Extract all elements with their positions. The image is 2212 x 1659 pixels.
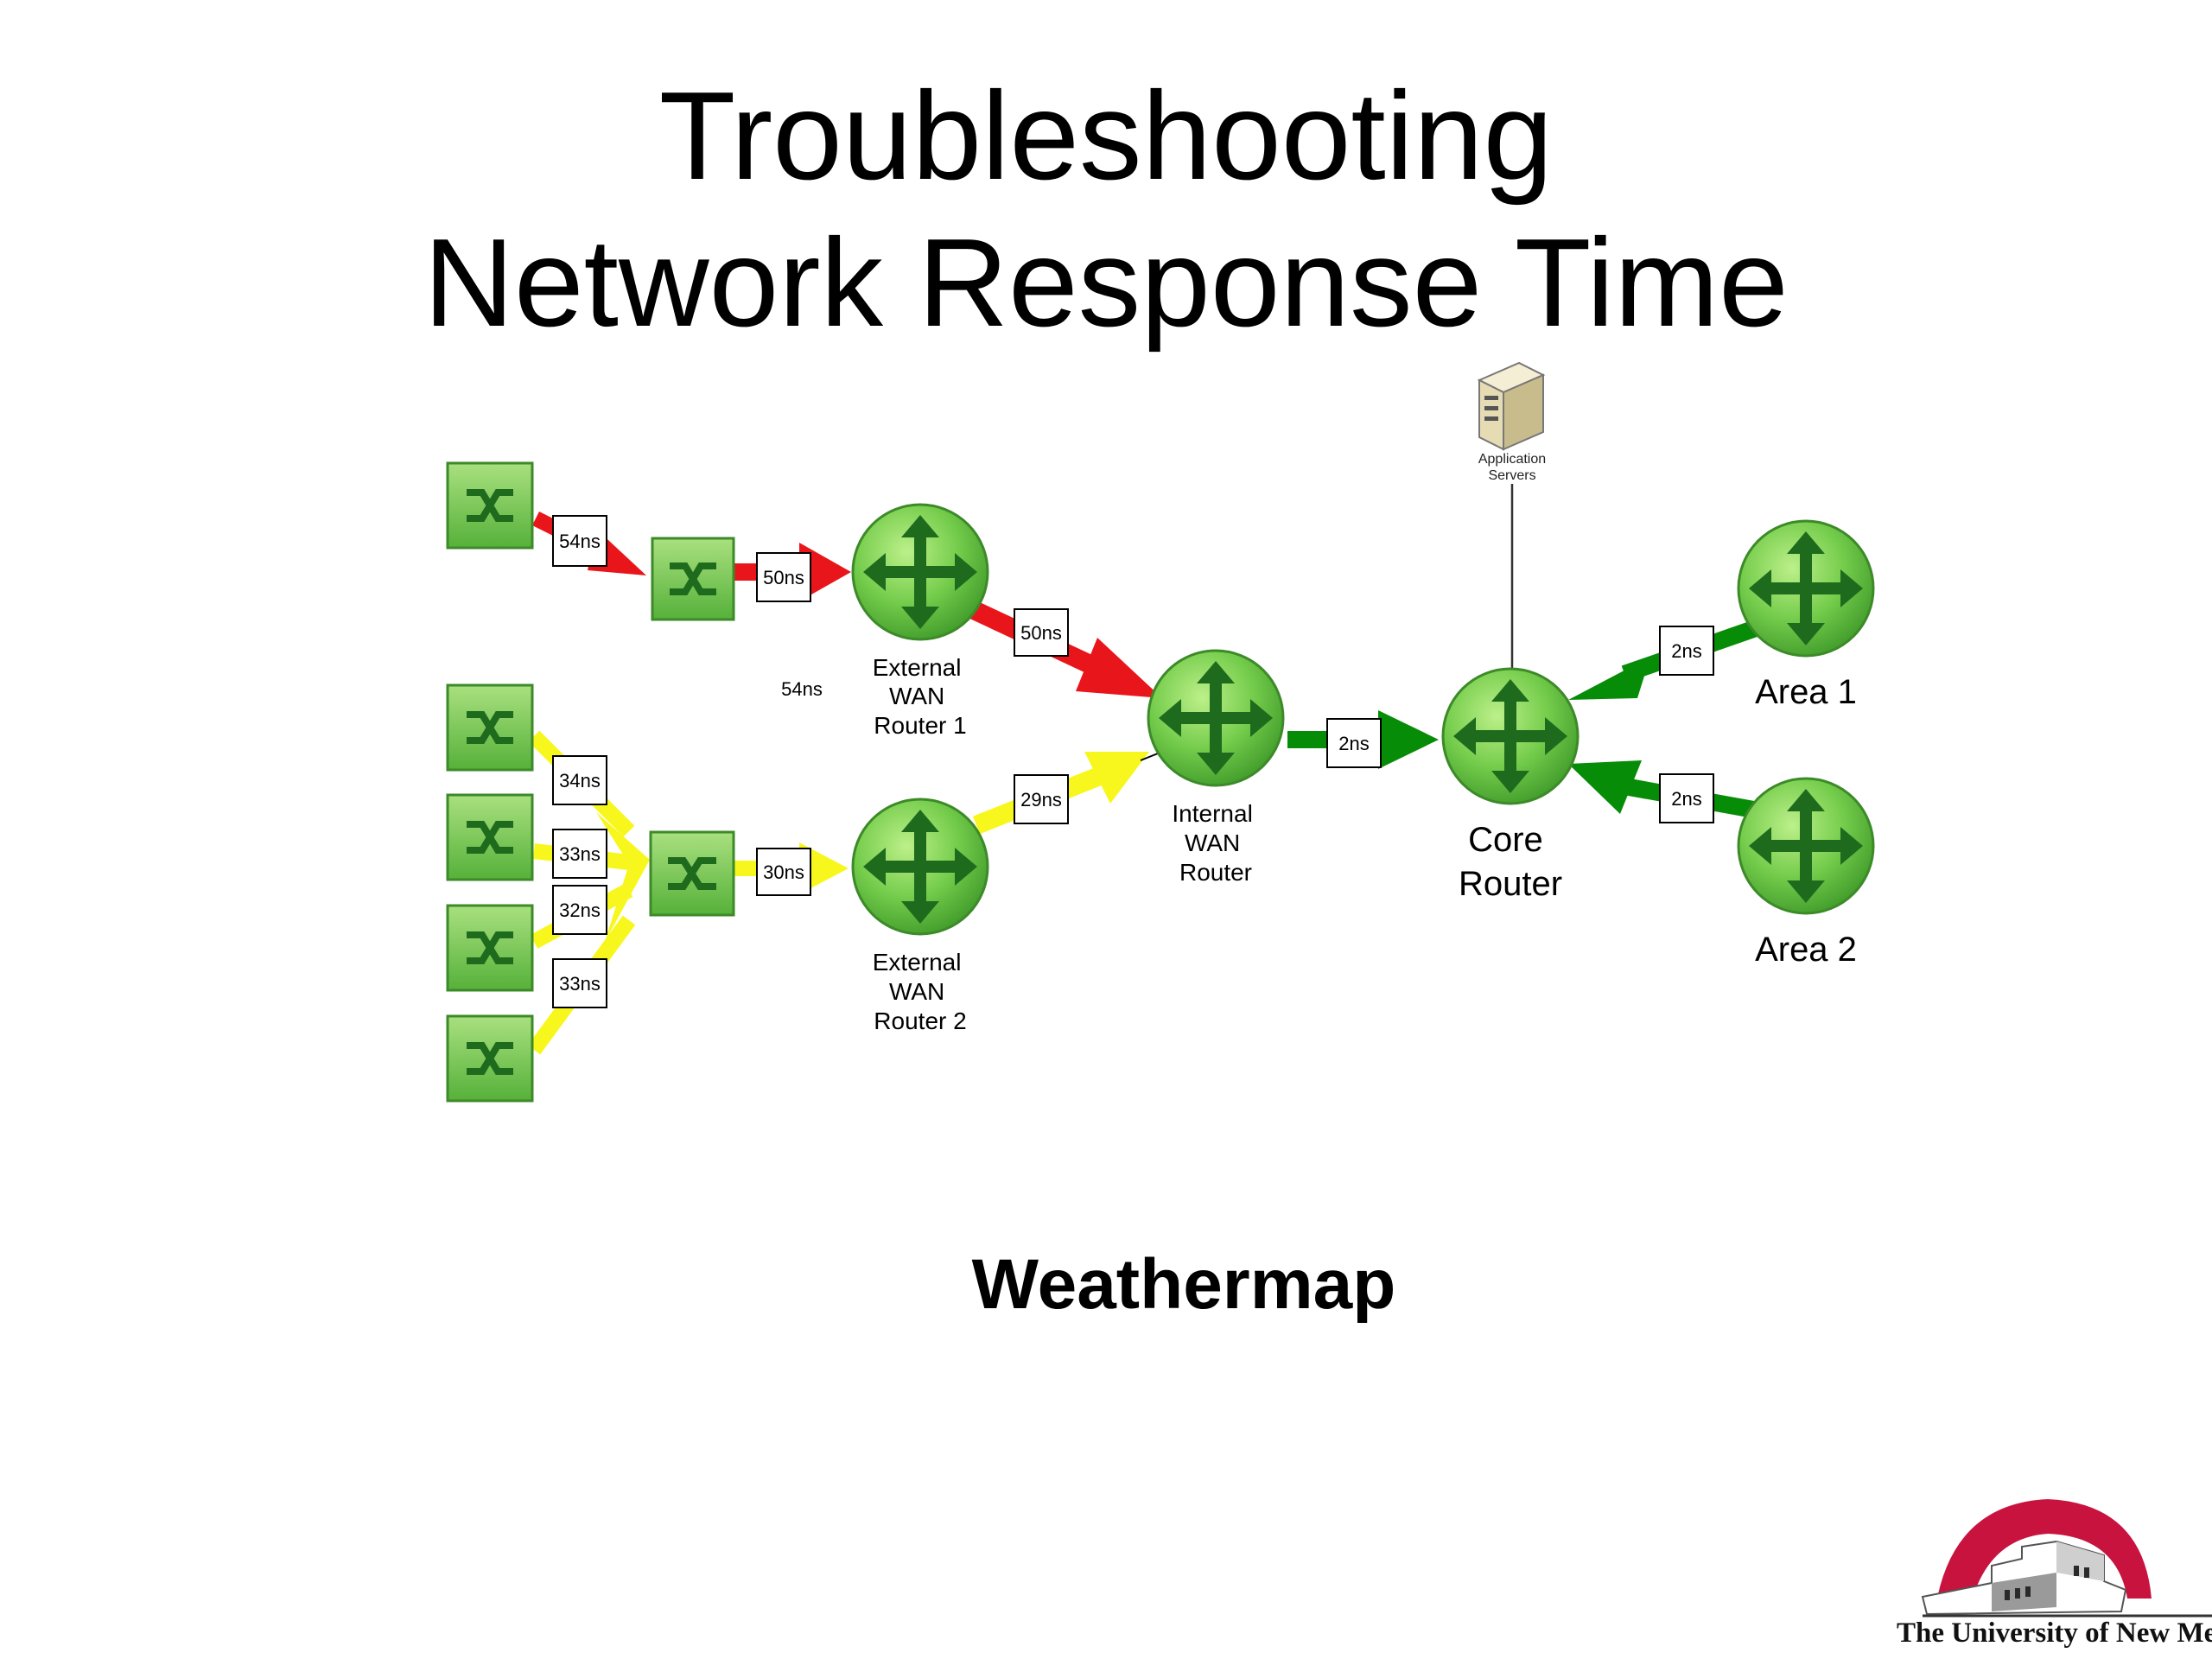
switch-arrows-icon	[467, 931, 513, 964]
switch-arrows-icon	[668, 857, 716, 890]
svg-text:2ns: 2ns	[1338, 733, 1369, 754]
label-sw1-agg1: 54ns	[552, 515, 607, 567]
university-logo	[1921, 1499, 2212, 1618]
label-sw3-agg2: 33ns	[552, 829, 607, 879]
switch-2	[446, 683, 534, 772]
router-labels: External WAN Router 1 External WAN Route…	[873, 654, 1857, 1034]
yellow-merge-arrow	[596, 812, 650, 942]
switch-arrows-icon	[467, 821, 513, 854]
title-line-2: Network Response Time	[423, 213, 1789, 353]
label-agg2-ext2: 30ns	[756, 848, 811, 896]
switch-agg1	[651, 537, 735, 621]
label-ext2-internal: 29ns	[1014, 774, 1069, 824]
area1-label: Area 1	[1755, 673, 1857, 711]
router-core	[1441, 667, 1580, 805]
label-sw4-agg2: 32ns	[552, 885, 607, 935]
switch-1	[446, 461, 534, 550]
title-line-1: Troubleshooting	[658, 66, 1554, 206]
label-ext1-internal: 50ns	[1014, 608, 1069, 657]
server-label-line2: Servers	[1488, 468, 1535, 483]
switch-3	[446, 793, 534, 881]
server-label-line1: Application	[1478, 452, 1546, 467]
router-ext1	[851, 503, 989, 641]
router-ext2	[851, 798, 989, 936]
label-area1-core: 2ns	[1659, 626, 1714, 676]
link-ext2-internal	[972, 751, 1163, 835]
svg-text:50ns: 50ns	[1020, 622, 1062, 644]
logo-arc	[1936, 1499, 2152, 1607]
routers	[851, 503, 1875, 936]
switch-agg2	[649, 830, 735, 917]
switch-5	[446, 1014, 534, 1103]
switches	[446, 461, 735, 1103]
label-sw2-agg2: 34ns	[552, 755, 607, 805]
svg-text:50ns: 50ns	[763, 567, 804, 588]
svg-text:2ns: 2ns	[1671, 640, 1701, 662]
ext1-label: External WAN Router 1	[873, 654, 969, 739]
svg-text:34ns: 34ns	[559, 770, 601, 791]
subtitle: Weathermap	[971, 1245, 1396, 1324]
svg-text:33ns: 33ns	[559, 973, 601, 995]
ext2-label: External WAN Router 2	[873, 949, 969, 1034]
label-area2-core: 2ns	[1659, 773, 1714, 823]
label-sw5-agg2: 33ns	[552, 958, 607, 1008]
label-agg1-ext1: 50ns	[756, 552, 811, 602]
svg-text:30ns: 30ns	[763, 861, 804, 883]
svg-text:32ns: 32ns	[559, 899, 601, 921]
area2-label: Area 2	[1755, 931, 1857, 969]
router-internal	[1147, 649, 1285, 787]
server-icon	[1477, 361, 1546, 451]
switch-arrows-icon	[670, 563, 716, 595]
svg-text:29ns: 29ns	[1020, 789, 1062, 810]
svg-text:54ns: 54ns	[559, 531, 601, 552]
application-server: Application Servers	[1477, 361, 1546, 483]
logo-text: The University of New Mexico	[1897, 1618, 2212, 1649]
switch-4	[446, 904, 534, 992]
label-internal-core: 2ns	[1326, 718, 1382, 768]
core-label: Core Router	[1459, 821, 1562, 903]
svg-text:2ns: 2ns	[1671, 788, 1701, 810]
router-area2	[1737, 777, 1875, 915]
label-floating: 54ns	[781, 678, 823, 700]
switch-arrows-icon	[467, 1042, 513, 1075]
switch-arrows-icon	[467, 711, 513, 744]
switch-arrows-icon	[467, 489, 513, 522]
link-labels: 54ns 50ns 50ns 54ns 34ns 33ns 32ns	[552, 515, 1714, 1008]
svg-text:33ns: 33ns	[559, 843, 601, 865]
router-area1	[1737, 519, 1875, 658]
internal-label: Internal WAN Router	[1172, 800, 1259, 886]
